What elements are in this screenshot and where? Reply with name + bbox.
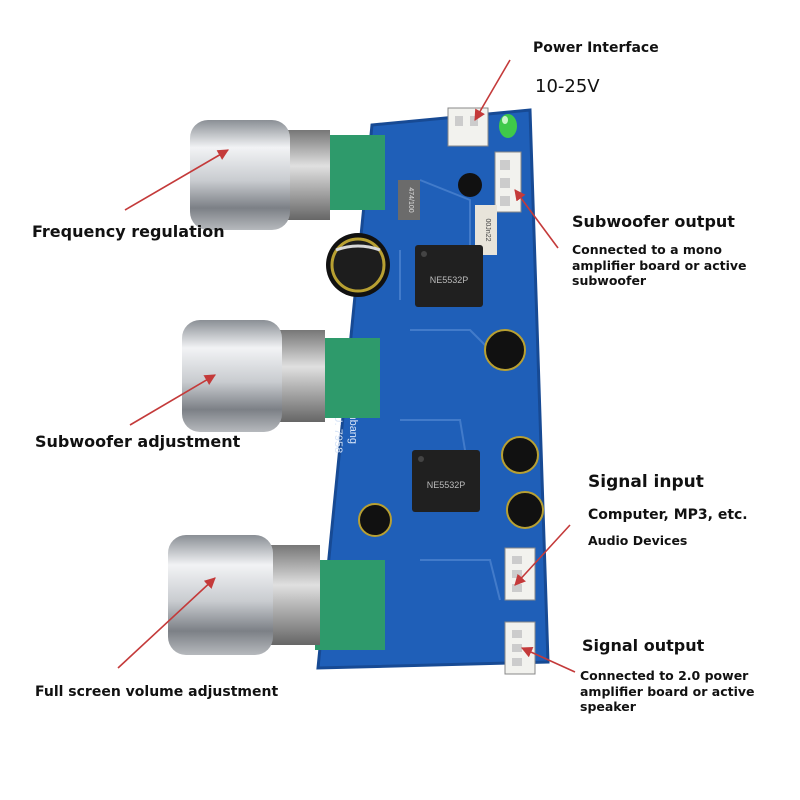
ic-top: NE5532P <box>415 245 483 307</box>
capacitor-large <box>326 233 390 297</box>
arrow-subwoofer-output <box>514 189 559 249</box>
svg-text:NE5532P: NE5532P <box>430 275 469 285</box>
capacitor-small-1 <box>458 173 482 197</box>
led-indicator <box>499 114 517 138</box>
potentiometer-frequency <box>190 120 385 230</box>
signal-input-connector <box>504 547 536 601</box>
subwoofer-output-connector <box>494 151 522 213</box>
arrow-volume <box>117 577 216 669</box>
capacitor-small-5 <box>358 503 392 537</box>
svg-text:474/100: 474/100 <box>407 187 414 212</box>
subwoofer-adjustment-label: Subwoofer adjustment <box>35 432 241 451</box>
arrow-signal-input <box>514 524 571 586</box>
full-volume-adjustment-label: Full screen volume adjustment <box>35 684 279 700</box>
capacitor-small-3 <box>501 436 539 474</box>
signal-input-label: Signal input <box>588 472 704 492</box>
power-connector <box>447 107 489 147</box>
frequency-regulation-label: Frequency regulation <box>32 222 225 241</box>
capacitor-small-2 <box>484 329 526 371</box>
arrow-signal-output <box>520 647 576 673</box>
potentiometer-volume <box>168 535 385 655</box>
arrow-subwoofer-adjust <box>129 374 216 426</box>
voltage-label: 10-25V <box>535 76 600 97</box>
subwoofer-output-desc: Connected to a mono amplifier board or a… <box>572 242 747 289</box>
signal-output-connector <box>504 621 536 675</box>
capacitor-small-4 <box>506 491 544 529</box>
arrow-frequency <box>124 149 229 211</box>
arrow-power <box>474 59 511 121</box>
chip-474 <box>398 180 420 220</box>
svg-text:NE5532P: NE5532P <box>427 480 466 490</box>
signal-output-desc: Connected to 2.0 power amplifier board o… <box>580 668 755 715</box>
signal-output-label: Signal output <box>582 636 705 655</box>
signal-input-desc-2: Audio Devices <box>588 533 688 548</box>
svg-text:00Jn22: 00Jn22 <box>484 219 491 242</box>
ic-bottom: NE5532P <box>412 450 480 512</box>
capacitor-block <box>475 205 497 255</box>
potentiometer-subwoofer <box>182 320 380 432</box>
signal-input-desc-1: Computer, MP3, etc. <box>588 507 748 523</box>
subwoofer-output-label: Subwoofer output <box>572 212 735 231</box>
power-interface-label: Power Interface <box>533 40 659 56</box>
